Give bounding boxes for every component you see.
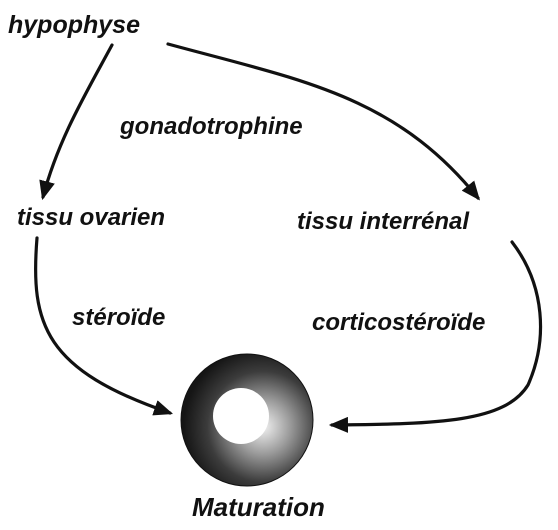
label-tissu-ovarien: tissu ovarien — [17, 204, 165, 231]
label-corticosteroide: corticostéroïde — [312, 309, 485, 336]
label-gonadotrophine: gonadotrophine — [119, 113, 303, 140]
oocyte-ring-icon — [181, 354, 313, 486]
label-tissu-interrenal: tissu interrénal — [297, 208, 470, 235]
arrow-hypophyse-to-tissu-ovarien — [43, 45, 112, 197]
label-hypophyse: hypophyse — [8, 11, 140, 39]
label-maturation: Maturation — [192, 492, 325, 522]
label-steroide: stéroïde — [72, 304, 165, 331]
